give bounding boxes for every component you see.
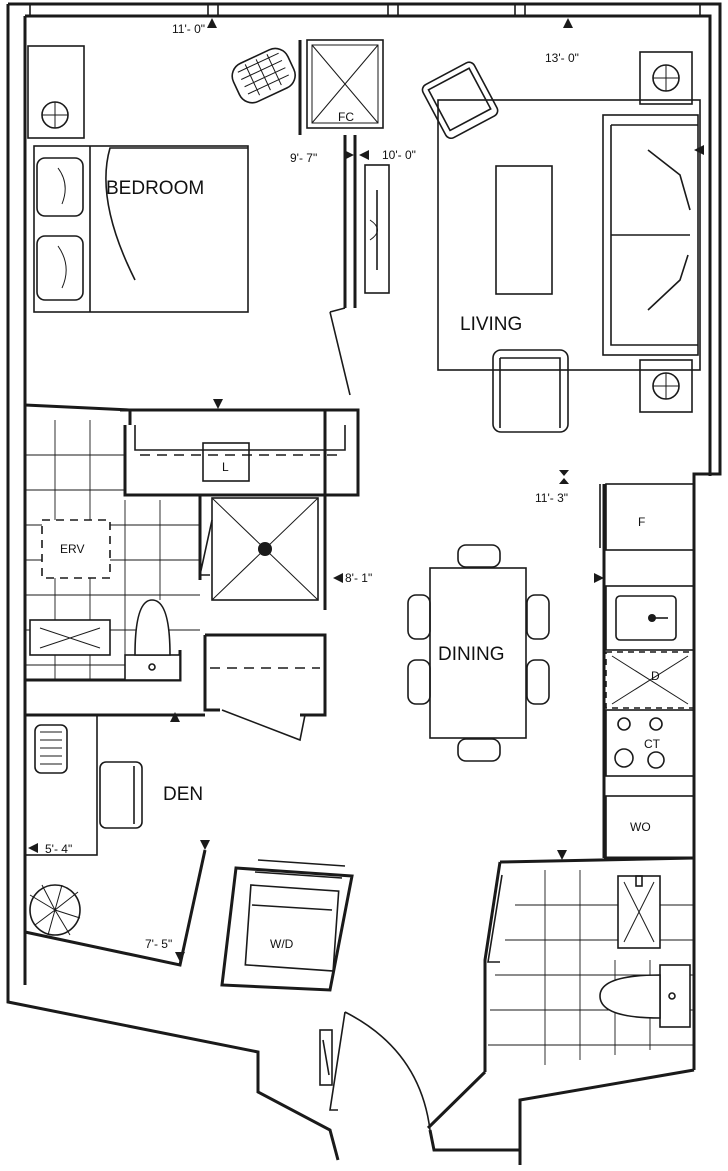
shower [211,497,319,601]
dining-chairs [407,544,550,762]
cooktop-label: CT [644,737,661,751]
dining-width-dim: 11'- 3" [535,491,568,505]
fc-label: FC [338,110,354,124]
sofa [602,114,699,356]
coffee-table [495,165,553,295]
dishwasher: D [605,651,695,709]
washer-dryer-label: W/D [270,937,294,951]
erv-label: ERV [60,542,84,556]
living-rug [437,99,701,371]
linen-label: L [222,460,229,474]
erv-unit [41,519,111,579]
den-label: DEN [163,784,203,805]
linen-closet: L [120,399,360,497]
living-width-dim: 13'- 0" [545,51,579,65]
den-area: DEN 5'- 4" 7'- 5" [24,712,207,967]
den-width-dim: 5'- 4" [45,842,72,856]
bathroom-2-tiles [488,870,694,1065]
bedroom-width-dim: 11'- 0" [172,22,205,36]
plant [29,884,81,936]
laundry-closet: W/D [200,840,354,992]
bedroom-depth-dim: 9'- 7" [290,151,317,165]
dining-depth-dim: 8'- 1" [345,571,372,585]
living-label: LIVING [460,314,522,335]
bedroom-area: FC BEDROOM 11'- 0" 9'- 7" [24,18,384,425]
vanity-2 [617,875,661,949]
dining-table [429,567,527,739]
bedroom-label: BEDROOM [106,178,204,199]
entry-door [319,1011,431,1131]
kitchen-sink [605,585,695,651]
living-area: LIVING 13'- 0" 10'- 0" [359,18,704,433]
desk-chair [99,761,143,829]
wall-oven: WO [605,795,695,859]
toilet-1 [124,599,181,681]
dining-label: DINING [438,644,505,665]
armchair-top [421,61,499,140]
bed [33,145,249,313]
side-table-bottom [639,359,693,413]
nightstand [27,45,85,139]
wall-oven-label: WO [630,820,651,834]
bathroom-1: ERV 8'- 1" [25,410,372,742]
fridge-label: F [638,515,645,529]
side-table-top [639,51,693,105]
fireplace-closet [306,39,384,129]
fridge [605,483,695,551]
desk-lamp [34,724,68,774]
armchair-bottom [492,349,569,433]
den-depth-dim: 7'- 5" [145,937,172,951]
bedroom-chair [231,47,296,104]
toilet-2 [599,964,691,1028]
dishwasher-label: D [651,669,660,683]
kitchen-area: F D CT WO [594,483,696,860]
living-depth-dim: 10'- 0" [382,148,416,162]
bathroom-2 [483,850,695,1072]
media-console [364,164,390,294]
cooktop: CT [605,709,695,777]
desk [24,714,98,856]
dining-area: DINING 11'- 3" [407,470,569,762]
